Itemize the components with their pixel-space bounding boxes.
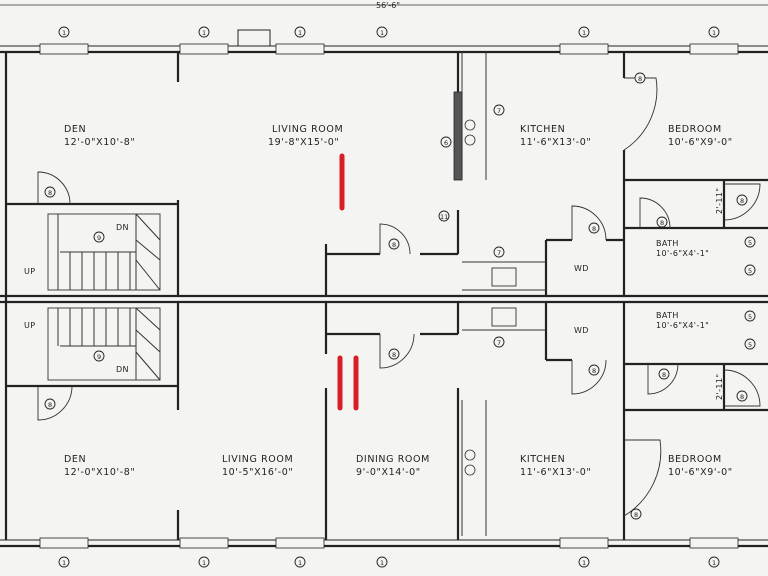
room-size-kitchen: 11'-6"X13'-0" (520, 137, 591, 148)
svg-text:8: 8 (638, 75, 642, 83)
svg-text:1: 1 (202, 29, 206, 37)
svg-text:1: 1 (62, 559, 66, 567)
red-markup (337, 153, 359, 411)
stair-down-label: DN (116, 223, 129, 232)
svg-text:5: 5 (748, 313, 752, 321)
svg-text:8: 8 (48, 189, 52, 197)
room-size-living: 19'-8"X15'-0" (268, 137, 339, 148)
upper-room-labels: DEN 12'-0"X10'-8" LIVING ROOM 19'-8"X15'… (24, 124, 733, 276)
fixture-tags: 8 9 8 6 11 7 7 8 8 8 5 5 8 9 8 8 7 8 8 5… (44, 72, 756, 520)
lower-unit-walls (6, 301, 768, 540)
room-size-den: 12'-0"X10'-8" (64, 467, 135, 478)
stair-up-label: UP (24, 321, 35, 330)
svg-text:1: 1 (298, 559, 302, 567)
closet-dim: 2'-11" (715, 188, 724, 214)
room-name-den: DEN (64, 124, 86, 135)
overall-dimension-text: 56'-6" (376, 1, 400, 10)
wd-label: WD (574, 264, 589, 273)
room-name-dining: DINING ROOM (356, 454, 430, 465)
svg-text:1: 1 (380, 559, 384, 567)
room-name-kitchen: KITCHEN (520, 124, 565, 135)
svg-text:8: 8 (592, 225, 596, 233)
room-name-living: LIVING ROOM (222, 454, 293, 465)
svg-text:8: 8 (592, 367, 596, 375)
svg-text:9: 9 (97, 234, 101, 242)
upper-stairs (47, 213, 161, 291)
room-size-bath: 10'-6"X4'-1" (656, 249, 709, 258)
svg-text:8: 8 (740, 197, 744, 205)
svg-text:8: 8 (634, 511, 638, 519)
svg-text:5: 5 (748, 341, 752, 349)
room-size-den: 12'-0"X10'-8" (64, 137, 135, 148)
room-name-bedroom: BEDROOM (668, 454, 722, 465)
upper-unit-walls (6, 52, 768, 296)
svg-text:5: 5 (748, 267, 752, 275)
room-size-bedroom: 10'-6"X9'-0" (668, 137, 733, 148)
svg-text:5: 5 (748, 239, 752, 247)
svg-text:1: 1 (582, 29, 586, 37)
room-size-bedroom: 10'-6"X9'-0" (668, 467, 733, 478)
exterior-walls (0, 45, 768, 548)
stair-up-label: UP (24, 267, 35, 276)
room-name-den: DEN (64, 454, 86, 465)
svg-text:7: 7 (497, 339, 501, 347)
windows-top (39, 29, 739, 55)
svg-text:8: 8 (392, 351, 396, 359)
room-name-living: LIVING ROOM (272, 124, 343, 135)
window-tags-top: 1 1 1 1 1 1 (58, 26, 720, 38)
overall-dimension: 56'-6" (0, 1, 768, 10)
svg-text:8: 8 (660, 219, 664, 227)
svg-text:1: 1 (380, 29, 384, 37)
stair-down-label: DN (116, 365, 129, 374)
svg-text:9: 9 (97, 353, 101, 361)
svg-text:11: 11 (440, 213, 448, 221)
svg-text:1: 1 (202, 559, 206, 567)
room-size-bath: 10'-6"X4'-1" (656, 321, 709, 330)
room-name-kitchen: KITCHEN (520, 454, 565, 465)
lower-room-labels: DEN 12'-0"X10'-8" LIVING ROOM 10'-5"X16'… (24, 311, 733, 478)
window-tags-bottom: 1 1 1 1 1 1 (58, 556, 720, 568)
room-name-bedroom: BEDROOM (668, 124, 722, 135)
room-size-dining: 9'-0"X14'-0" (356, 467, 421, 478)
svg-text:7: 7 (497, 249, 501, 257)
wd-label: WD (574, 326, 589, 335)
svg-text:1: 1 (62, 29, 66, 37)
svg-text:1: 1 (298, 29, 302, 37)
svg-text:8: 8 (740, 393, 744, 401)
svg-text:8: 8 (662, 371, 666, 379)
svg-text:8: 8 (48, 401, 52, 409)
svg-text:8: 8 (392, 241, 396, 249)
svg-text:1: 1 (582, 559, 586, 567)
windows-bottom (39, 537, 739, 549)
svg-text:7: 7 (497, 107, 501, 115)
room-size-living: 10'-5"X16'-0" (222, 467, 293, 478)
svg-text:6: 6 (444, 139, 448, 147)
lower-stairs (47, 307, 161, 381)
svg-text:1: 1 (712, 29, 716, 37)
closet-dim: 2'-11" (715, 374, 724, 400)
room-name-bath: BATH (656, 311, 679, 320)
svg-text:1: 1 (712, 559, 716, 567)
room-size-kitchen: 11'-6"X13'-0" (520, 467, 591, 478)
room-name-bath: BATH (656, 239, 679, 248)
